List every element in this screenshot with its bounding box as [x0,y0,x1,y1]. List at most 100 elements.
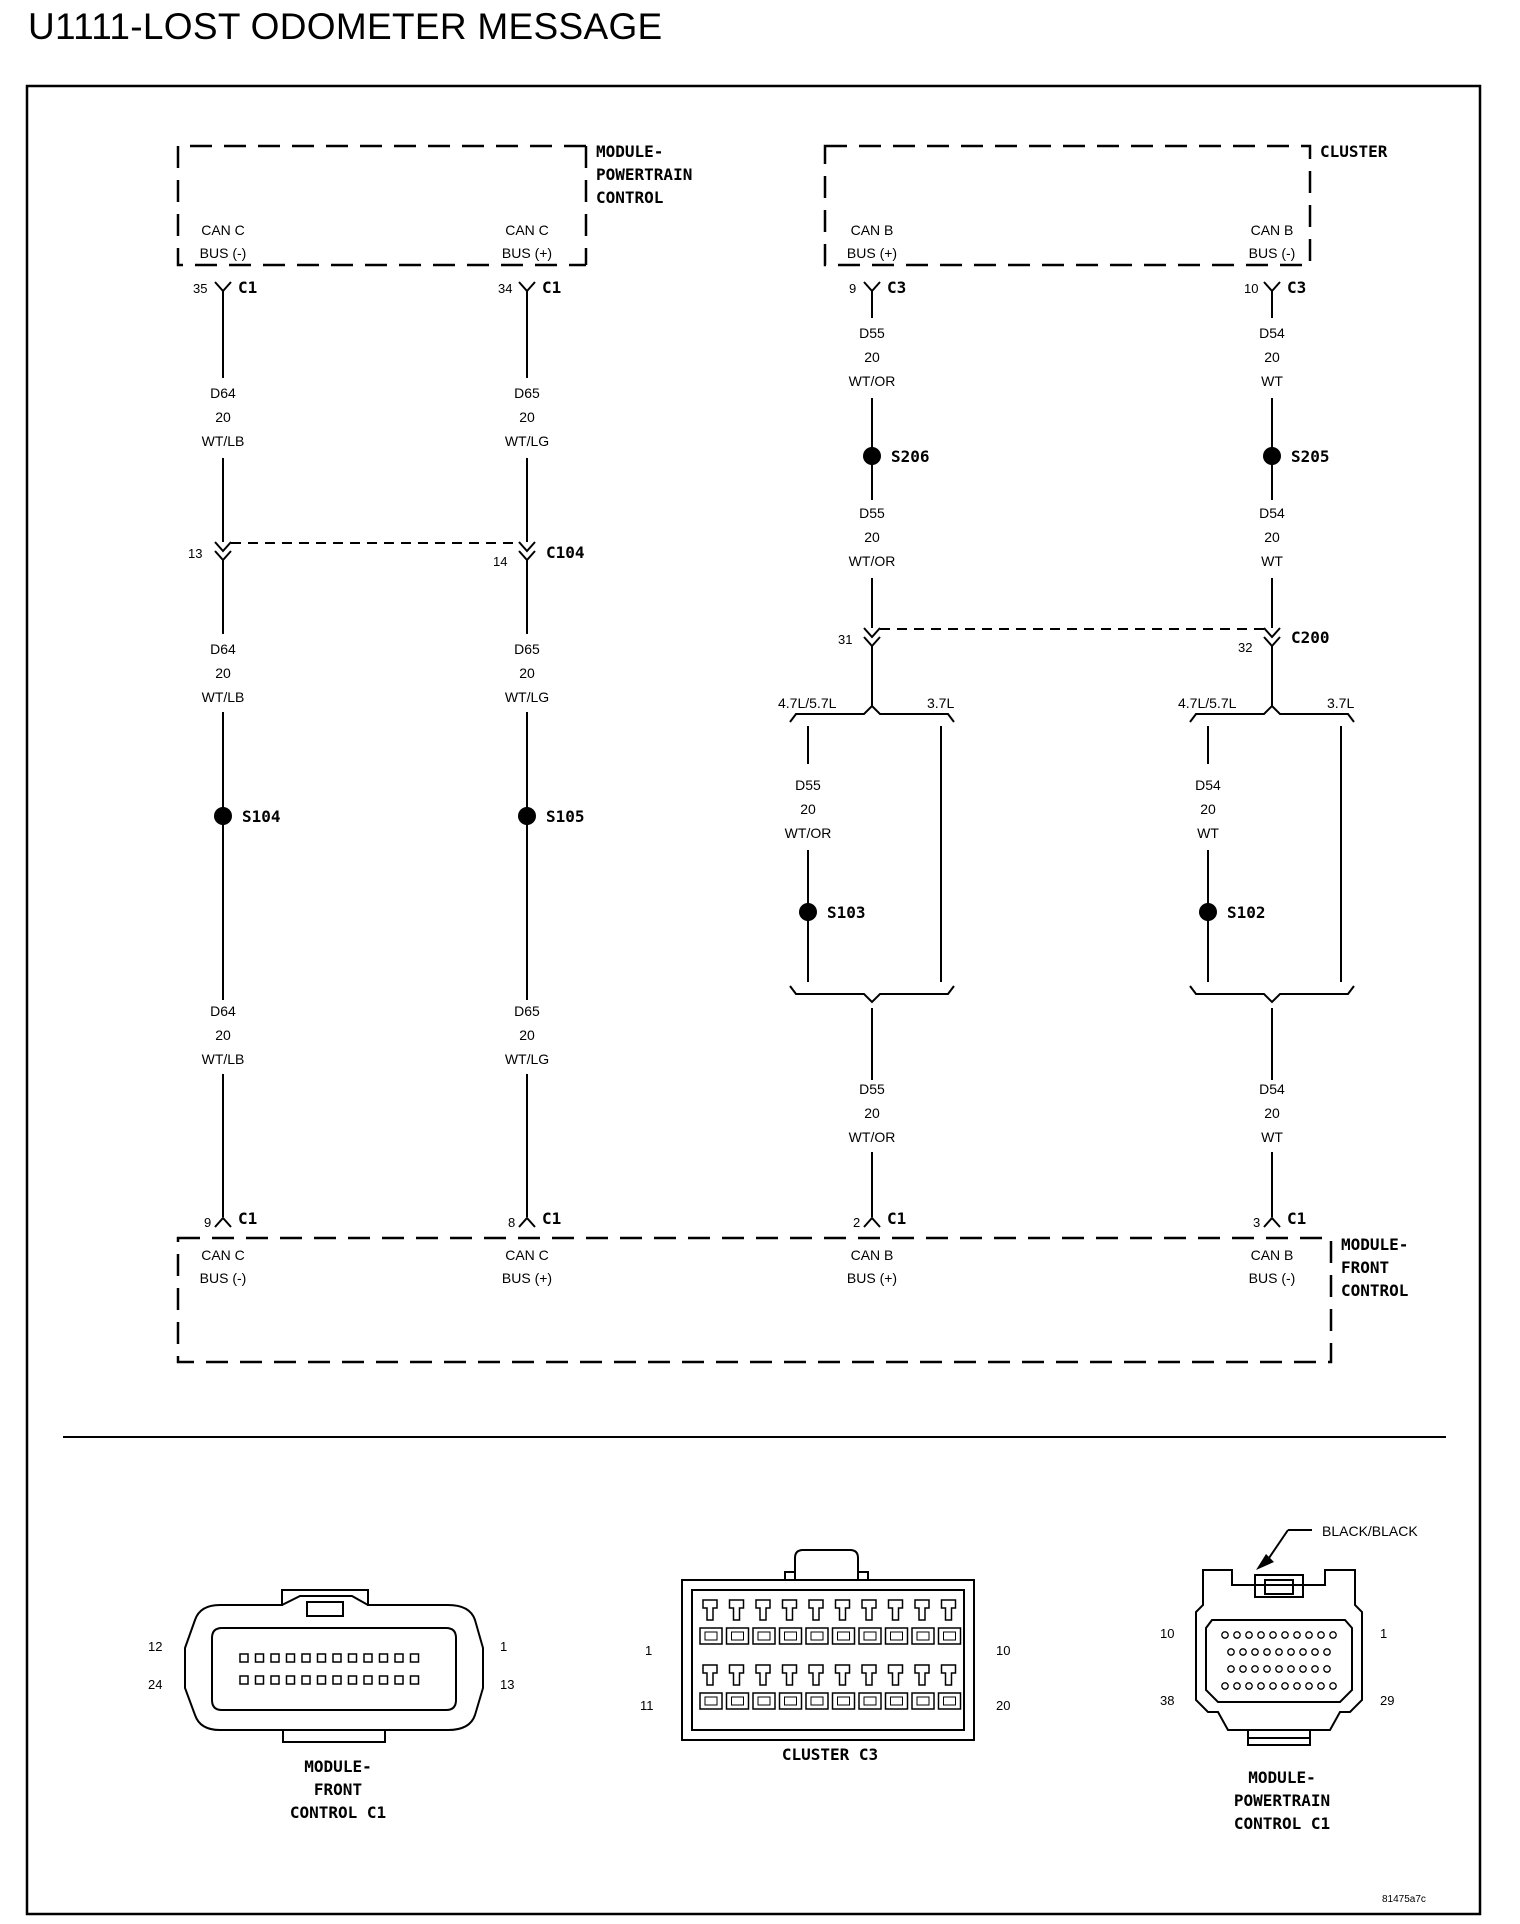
cluster-c3-latch [755,1599,771,1621]
wire-d65-color-2: WT/LG [505,689,549,705]
pin-9-fcm: 9 [204,1215,211,1230]
pin-14: 14 [493,554,507,569]
cluster-c3-latch [755,1664,771,1686]
cluster-c3-latch [702,1664,718,1686]
pcm-c1-cavity [1287,1665,1295,1673]
pcm-c1-cavity [1227,1648,1235,1656]
splice-s205-dot [1263,447,1281,465]
splice-s205: S205 [1291,447,1330,466]
pcm-c1-cavity [1263,1665,1271,1673]
fcm-c1-cavity [270,1653,280,1663]
wire-d55-circuit-3: D55 [795,777,821,793]
cluster-c3-connector-view: 1 11 10 20 CLUSTER C3 [640,1549,1010,1764]
fcm-term-canc-2: CAN C [505,1247,549,1263]
pcm-term-buspos: BUS (+) [502,245,552,261]
splice-s102-dot [1199,903,1217,921]
wire-d54-color-4: WT [1261,1129,1283,1145]
pin-10-cluster: 10 [1244,281,1258,296]
cluster-c3-cavity [778,1692,803,1710]
cluster-c3-cavity-inner [837,1696,850,1706]
cluster-c3-label: CLUSTER C3 [782,1745,878,1764]
cluster-module: CLUSTER CAN B BUS (+) CAN B BUS (-) [823,142,1388,267]
wire-d65-gauge-2: 20 [519,665,535,681]
conn-c1-pcm-b: C1 [542,278,561,297]
wire-d65-color-1: WT/LG [505,433,549,449]
cluster-c3-latch [781,1664,798,1686]
cluster-c3-cavity-inner [943,1696,956,1706]
conn-c1-fcm-c: C1 [887,1209,906,1228]
fcm-term-buspos-1: BUS (+) [502,1270,552,1286]
cluster-c3-cavity-inner [731,1631,744,1641]
cluster-c3-cavity-inner [916,1696,930,1706]
wire-d54-gauge-4: 20 [1264,1105,1280,1121]
pcm-c1-cavity [1269,1631,1277,1639]
figure-id: 81475a7c [1382,1894,1426,1905]
fcm-c1-cavity [239,1675,249,1685]
pcm-c1-cavity [1227,1665,1235,1673]
cluster-c3-pin-1: 1 [645,1643,652,1658]
cluster-c3-cavity [911,1627,935,1645]
wire-d54-color-1: WT [1261,373,1283,389]
wire-d64-color-2: WT/LB [202,689,245,705]
cluster-c3-cavity-inner [837,1631,850,1641]
pcm-c1-pin-10: 10 [1160,1626,1174,1641]
cluster-c3-cavity-inner [704,1631,718,1641]
fcm-c1-cavity [316,1653,327,1663]
fcm-c1-connector-view: 12 24 1 13 MODULE- FRONT CONTROL C1 [148,1589,514,1822]
fcm-c1-cavity [316,1675,327,1685]
fcm-c1-cavity [409,1653,420,1663]
fcm-term-canb-1: CAN B [851,1247,894,1263]
cluster-c3-latch [914,1664,930,1686]
pin-31: 31 [838,632,852,647]
pcm-c1-cavity [1305,1682,1313,1690]
circuit-d64: 35 C1 D64 20 WT/LB 13 D64 20 WT/LB S104 … [188,278,281,1230]
cluster-c3-cavity [831,1692,856,1710]
cluster-c3-cavity-inner [943,1631,956,1641]
splice-s206: S206 [891,447,930,466]
cluster-c3-pin-10: 10 [996,1643,1010,1658]
cluster-c3-latch [940,1664,957,1686]
conn-c1-fcm-a: C1 [238,1209,257,1228]
pcm-c1-pin-38: 38 [1160,1693,1174,1708]
wire-d64-gauge-1: 20 [215,409,231,425]
wire-d55-color-2: WT/OR [849,553,896,569]
pcm-c1-cavity [1251,1665,1259,1673]
wire-d55-gauge-2: 20 [864,529,880,545]
cluster-c3-cavity-inner [704,1696,718,1706]
fcm-c1-cavity [254,1653,265,1663]
pcm-c1-cavity [1239,1665,1247,1673]
pcm-c1-cavity [1239,1648,1247,1656]
circuit-d55: 9 C3 D55 20 WT/OR S206 D55 20 WT/OR 31 4… [778,278,955,1230]
fcm-term-canb-2: CAN B [1251,1247,1294,1263]
cluster-c3-cavity [752,1692,776,1710]
splice-s206-dot [863,447,881,465]
wire-d54-color-2: WT [1261,553,1283,569]
pcm-c1-cavity [1317,1631,1325,1639]
cluster-term-buspos: BUS (+) [847,245,897,261]
cluster-c3-cavity-inner [757,1696,771,1706]
pcm-c1-cavity [1245,1682,1253,1690]
pcm-c1-cavity [1299,1648,1307,1656]
pcm-c1-cavity [1275,1665,1283,1673]
cluster-c3-cavity [699,1627,723,1645]
pcm-c1-cavity [1221,1682,1229,1690]
pcm-c1-cavity [1287,1648,1295,1656]
pcm-c1-cavity [1257,1682,1265,1690]
wire-d65-color-3: WT/LG [505,1051,549,1067]
cluster-c3-cavity [725,1627,750,1645]
pcm-c1-label-2: POWERTRAIN [1234,1791,1330,1810]
wire-d55-circuit-2: D55 [859,505,885,521]
cluster-term-busneg: BUS (-) [1249,245,1296,261]
fcm-c1-label-2: FRONT [314,1780,362,1799]
cluster-c3-cavity-inner [784,1696,797,1706]
pcm-label-1: MODULE- [596,142,663,161]
wire-d54-circuit-4: D54 [1259,1081,1285,1097]
cluster-c3-cavity [831,1627,856,1645]
cluster-c3-latch [887,1599,904,1621]
fcm-c1-cavity [254,1675,265,1685]
cluster-c3-cavity-inner [784,1631,797,1641]
cluster-c3-cavity [699,1692,723,1710]
cluster-c3-latch [887,1664,904,1686]
fcm-c1-cavity [332,1675,342,1685]
